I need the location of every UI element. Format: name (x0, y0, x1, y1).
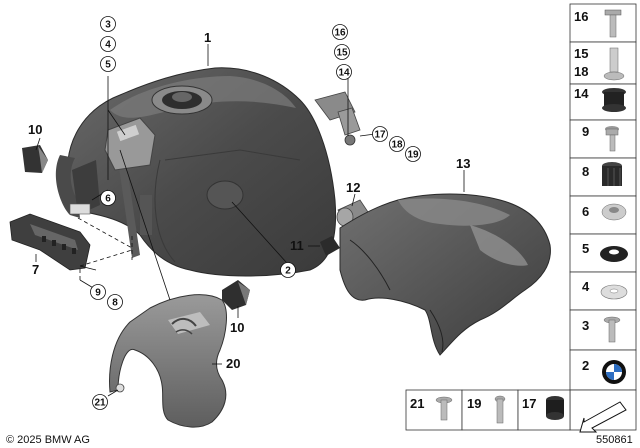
part-label-17: 17 (522, 396, 536, 411)
callout-10-bottom: 10 (230, 320, 244, 335)
part-label-18: 18 (574, 64, 588, 79)
tank-cover (339, 193, 551, 356)
callout-1: 1 (204, 30, 211, 45)
sleeve-15-icon (603, 47, 625, 81)
rubber-cap-left (22, 145, 48, 173)
part-label-6: 6 (582, 204, 589, 219)
callout-20: 20 (226, 356, 240, 371)
callout-8: 8 (112, 298, 118, 309)
heat-shield (109, 294, 227, 428)
bolt-21-icon (435, 396, 453, 421)
fuel-tank (55, 67, 361, 277)
bmw-logo-icon (602, 360, 626, 384)
grommet-8-icon (602, 162, 622, 186)
callout-6: 6 (105, 194, 111, 205)
rubber-buffer (320, 236, 340, 256)
part-label-16: 16 (574, 9, 588, 24)
dashed-leader-lines (77, 217, 133, 280)
grommet-14-icon (602, 88, 626, 112)
bolt-19-icon (494, 395, 506, 424)
callout-7: 7 (32, 262, 39, 277)
part-label-3: 3 (582, 318, 589, 333)
diagram-number: 550861 (596, 434, 633, 446)
arrow-down-left-icon (579, 401, 627, 433)
grommet-17-icon (546, 396, 564, 420)
part-label-5: 5 (582, 241, 589, 256)
callout-16: 16 (334, 28, 346, 39)
callout-5: 5 (105, 60, 111, 71)
bolt-9-icon (605, 126, 619, 152)
callout-2: 2 (285, 266, 291, 277)
part-label-2: 2 (582, 358, 589, 373)
callout-15: 15 (336, 48, 348, 59)
leader-lines (35, 44, 465, 397)
part-label-14: 14 (574, 86, 589, 101)
part-label-21: 21 (410, 396, 424, 411)
callout-11: 11 (290, 238, 304, 253)
callout-9: 9 (95, 288, 101, 299)
rubber-cap-bottom (222, 280, 250, 310)
copyright: © 2025 BMW AG (6, 434, 90, 446)
part-label-4: 4 (582, 279, 590, 294)
callout-13: 13 (456, 156, 470, 171)
callout-3: 3 (105, 20, 111, 31)
callout-17: 17 (374, 130, 386, 141)
part-label-9: 9 (582, 124, 589, 139)
callout-10-left: 10 (28, 122, 42, 137)
clip-6-icon (601, 203, 627, 221)
washer-4-icon (600, 284, 628, 300)
part-label-8: 8 (582, 164, 589, 179)
side-bracket (9, 213, 91, 271)
callout-14: 14 (338, 68, 350, 79)
callout-21: 21 (94, 398, 106, 409)
parts-panel: 16 15 18 14 9 8 (569, 3, 637, 446)
callout-18: 18 (391, 140, 403, 151)
bolt-3-icon (603, 316, 621, 343)
bolt-16-icon (604, 9, 622, 38)
callout-labels: 1 3 4 5 6 10 7 9 8 2 16 15 14 17 18 19 1… (28, 16, 470, 410)
bottom-parts-row: 21 19 17 (405, 389, 571, 431)
ring-5-icon (600, 246, 628, 262)
part-label-19: 19 (467, 396, 481, 411)
part-label-15: 15 (574, 46, 588, 61)
callout-12: 12 (346, 180, 360, 195)
callout-19: 19 (407, 150, 419, 161)
callout-4: 4 (105, 40, 111, 51)
